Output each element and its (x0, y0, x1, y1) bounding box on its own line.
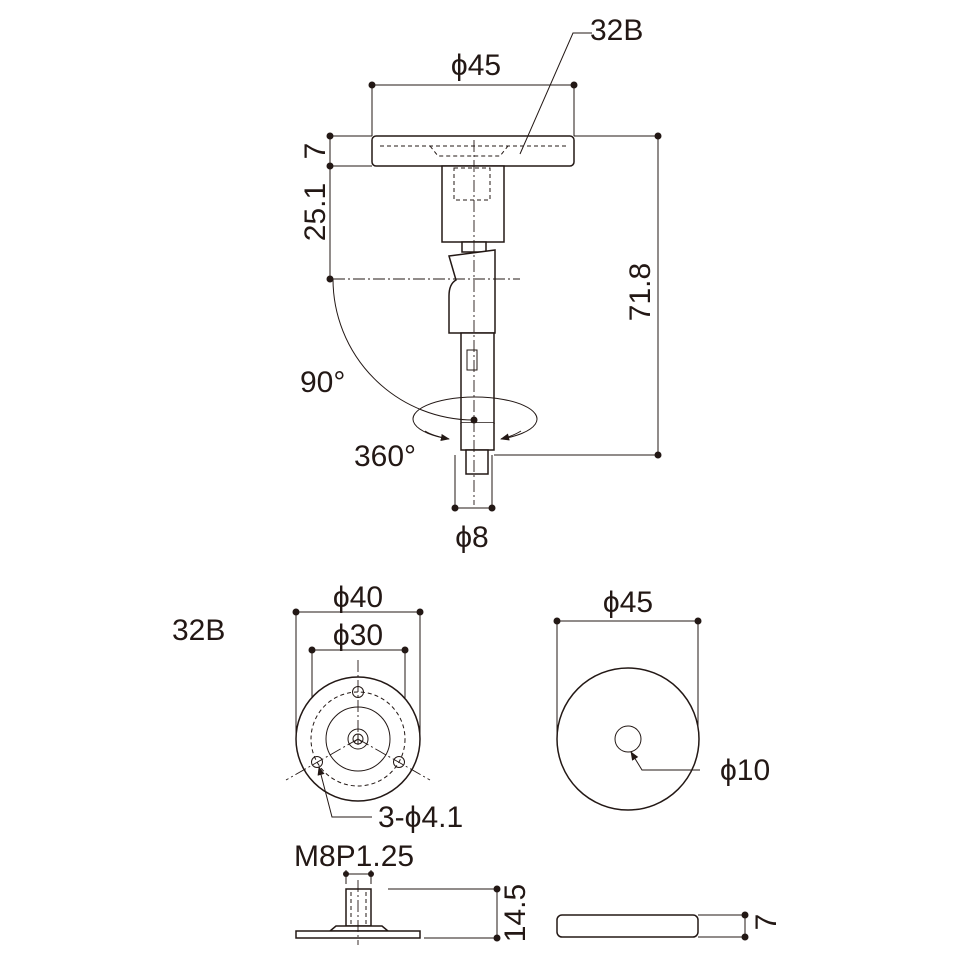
cover-center-hole (614, 725, 642, 753)
cover-dim-hole: ϕ10 (720, 754, 770, 787)
mount-hole-right (393, 756, 405, 768)
height-145: 14.5 (499, 884, 532, 942)
rotation-arrow-right (500, 430, 522, 441)
dim-bottom-diameter: ϕ8 (455, 521, 489, 554)
angle-rotate: 360° (354, 440, 416, 473)
cover-outer (556, 667, 700, 811)
dim-total-height: 71.8 (624, 263, 657, 321)
tilt-arc (332, 278, 475, 421)
joint-body (448, 249, 496, 334)
rotation-arrow-left (424, 430, 450, 442)
holes-label: 3-ϕ4.1 (378, 801, 463, 834)
threaded-stud (345, 888, 372, 927)
mount-hole-left (311, 756, 323, 768)
lower-stem (460, 332, 495, 424)
dim-plate-thickness: 7 (299, 143, 332, 160)
cover-side (556, 914, 699, 938)
thread-label: M8P1.25 (294, 840, 414, 873)
rotation-ellipse-back (412, 396, 538, 440)
cover-thickness: 7 (750, 914, 783, 931)
top-plate (371, 135, 575, 167)
angle-tilt: 90° (300, 366, 345, 399)
cover-view: ϕ45 ϕ10 7 (553, 586, 783, 941)
detail-title: 32B (172, 614, 225, 647)
cover-dim-outer: ϕ45 (603, 586, 653, 619)
dim-outer-40: ϕ40 (333, 581, 383, 614)
dim-top-diameter: ϕ45 (451, 49, 501, 82)
dim-upper-length: 25.1 (299, 183, 332, 241)
callout-32b: 32B (590, 14, 643, 47)
dim-pcd-30: ϕ30 (333, 619, 383, 652)
upper-block (441, 165, 505, 243)
main-assembly-view: ϕ45 32B 7 25.1 71.8 90° 360° ϕ8 (299, 14, 662, 554)
mount-hole-top (352, 686, 364, 698)
detail-32b-view: 32B ϕ40 ϕ30 3-ϕ4.1 (172, 581, 532, 945)
